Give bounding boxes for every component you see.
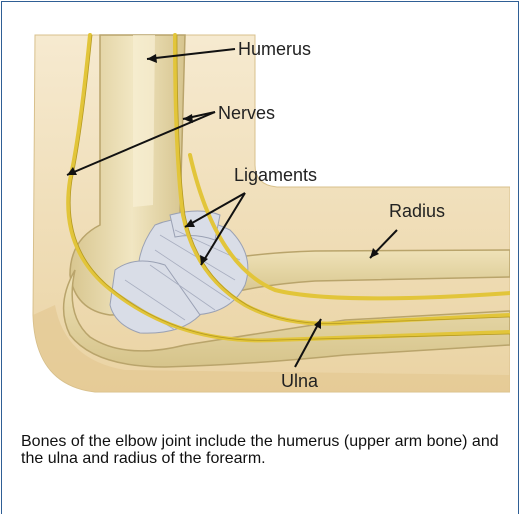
humerus-label: Humerus xyxy=(238,40,311,58)
ligaments-label: Ligaments xyxy=(234,166,317,184)
ulna-label: Ulna xyxy=(281,372,318,390)
nerves-label: Nerves xyxy=(218,104,275,122)
radius-label: Radius xyxy=(389,202,445,220)
figure-caption: Bones of the elbow joint include the hum… xyxy=(21,433,501,467)
